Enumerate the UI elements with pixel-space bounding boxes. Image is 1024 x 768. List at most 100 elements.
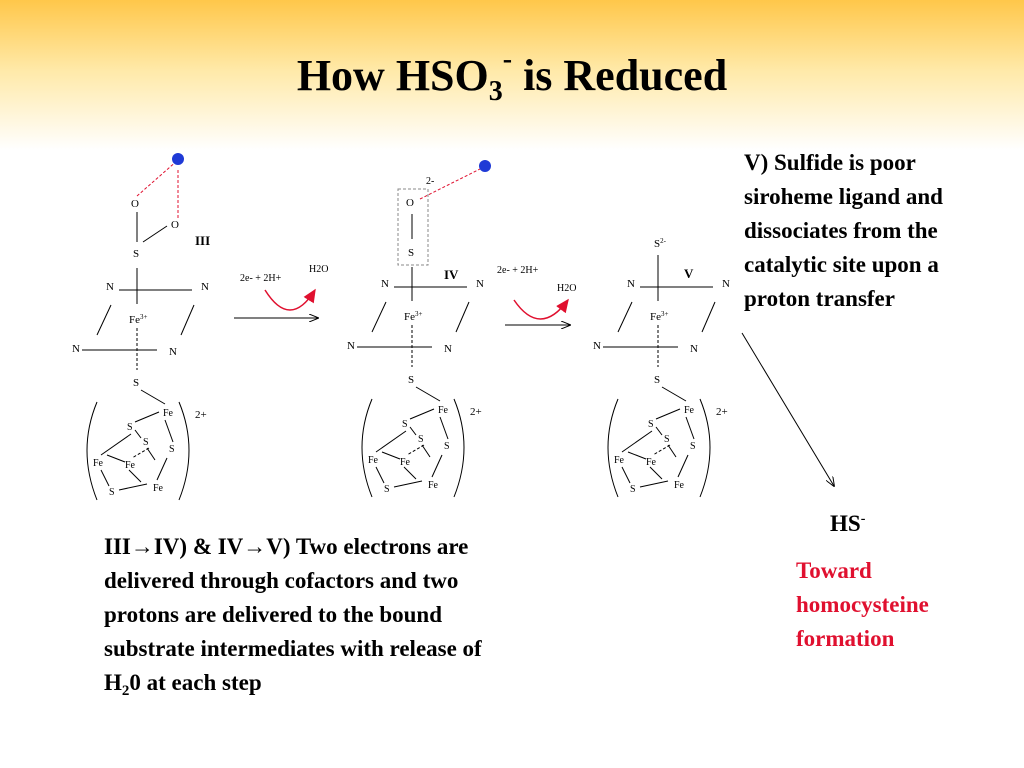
oxygen-label: O bbox=[406, 197, 414, 209]
cluster-bond bbox=[164, 419, 174, 443]
dissociation-arrow bbox=[741, 332, 834, 486]
oxygen-label: O bbox=[131, 198, 139, 210]
steps-explanation: III→IV) & IV→V) Two electrons are delive… bbox=[104, 530, 584, 708]
iron-label: Fe bbox=[125, 460, 136, 471]
cluster-bond bbox=[393, 480, 423, 488]
cluster-bond bbox=[431, 454, 443, 478]
sulfur-label: S bbox=[169, 444, 175, 455]
nitrogen-label: N bbox=[201, 281, 209, 293]
iron-label: Fe bbox=[684, 405, 695, 416]
cluster-bond bbox=[439, 416, 449, 440]
nitrogen-label: N bbox=[169, 346, 177, 358]
sulfide-label: S2- bbox=[654, 237, 667, 250]
iron-label: Fe3+ bbox=[650, 310, 669, 323]
nitrogen-label: N bbox=[347, 340, 355, 352]
cys-fe-bond bbox=[140, 389, 166, 405]
cluster-bond bbox=[649, 466, 663, 480]
nitrogen-label: N bbox=[627, 278, 635, 290]
iron-label: Fe bbox=[163, 408, 174, 419]
cluster-bond bbox=[655, 426, 663, 436]
cluster-charge: 2+ bbox=[195, 409, 207, 421]
slide-title: How HSO3- is Reduced bbox=[0, 46, 1024, 106]
hs-product: HS- bbox=[830, 511, 865, 537]
cluster-bond bbox=[381, 451, 401, 460]
cluster-bond bbox=[134, 429, 142, 439]
sulfur-label: S bbox=[648, 419, 654, 430]
explanation-line: substrate intermediates with release of bbox=[104, 636, 482, 661]
sulfur-label: S bbox=[408, 247, 414, 259]
cluster-bond bbox=[652, 444, 671, 456]
hbond-line bbox=[136, 159, 179, 197]
cluster-bond bbox=[403, 466, 417, 480]
cluster-bond bbox=[627, 451, 647, 460]
title-superscript: - bbox=[502, 44, 513, 75]
title-main: How HSO bbox=[296, 51, 489, 100]
porphyrin-edge bbox=[455, 301, 470, 333]
nitrogen-label: N bbox=[106, 281, 114, 293]
iron-charge: 3+ bbox=[415, 310, 423, 318]
iron-label: Fe3+ bbox=[404, 310, 423, 323]
sulfur-label: S bbox=[664, 434, 670, 445]
cluster-bracket-left bbox=[607, 398, 619, 498]
cluster-charge: 2+ bbox=[716, 406, 728, 418]
porphyrin-edge bbox=[617, 301, 633, 333]
iron-charge: 3+ bbox=[661, 310, 669, 318]
title-rest: is Reduced bbox=[512, 51, 728, 100]
cluster-bond bbox=[409, 408, 435, 420]
explanation-line: delivered through cofactors and two bbox=[104, 568, 459, 593]
cluster-bond bbox=[667, 444, 677, 458]
sulfur-label: S bbox=[402, 419, 408, 430]
reagent-label-1: 2e- + 2H+ bbox=[240, 273, 282, 284]
cluster-bond bbox=[131, 447, 150, 459]
nitrogen-label: N bbox=[593, 340, 601, 352]
cluster-bracket-right bbox=[453, 398, 465, 498]
porphyrin-edge bbox=[96, 304, 112, 336]
iron-label: Fe3+ bbox=[129, 313, 148, 326]
cluster-bond bbox=[655, 408, 681, 420]
explanation-line: III→IV) & IV→V) Two electrons are bbox=[104, 534, 469, 559]
hbond-line bbox=[419, 166, 485, 200]
cluster-bond bbox=[100, 433, 132, 456]
sulfur-label: S bbox=[690, 441, 696, 452]
cluster-bond bbox=[128, 469, 142, 483]
so-bond bbox=[142, 225, 168, 243]
iron-label: Fe bbox=[400, 457, 411, 468]
cluster-bond bbox=[375, 430, 407, 453]
porphyrin-edge bbox=[371, 301, 387, 333]
nitrogen-label: N bbox=[722, 278, 730, 290]
sulfur-label: S bbox=[408, 374, 414, 386]
sulfur-label: S bbox=[630, 484, 636, 495]
sulfur-label: S bbox=[127, 422, 133, 433]
oxygen-label: O bbox=[171, 219, 179, 231]
cluster-bracket-right bbox=[699, 398, 711, 498]
stage-label: III bbox=[195, 233, 210, 248]
reagent-label-2: 2e- + 2H+ bbox=[497, 265, 539, 276]
nitrogen-label: N bbox=[690, 343, 698, 355]
sulfur-label: S bbox=[444, 441, 450, 452]
sulfur-label: S bbox=[109, 487, 115, 498]
substrate-charge: 2- bbox=[426, 176, 434, 187]
explanation-line: H20 at each step bbox=[104, 666, 584, 708]
cluster-bond bbox=[134, 411, 160, 423]
nitrogen-label: N bbox=[476, 278, 484, 290]
iron-label: Fe bbox=[646, 457, 657, 468]
cys-fe-bond bbox=[415, 386, 441, 402]
cluster-bond bbox=[639, 480, 669, 488]
iron-label: Fe bbox=[674, 480, 685, 491]
proton-donor-dot bbox=[172, 153, 184, 165]
cluster-bond bbox=[621, 430, 653, 453]
cluster-bond bbox=[621, 466, 631, 484]
cluster-bond bbox=[146, 447, 156, 461]
product-label-2: H2O bbox=[557, 283, 576, 294]
nitrogen-label: N bbox=[381, 278, 389, 290]
curved-arrow-2 bbox=[513, 298, 569, 320]
stage-label: V bbox=[684, 266, 694, 281]
cluster-bracket-right bbox=[178, 401, 190, 501]
nitrogen-label: N bbox=[444, 343, 452, 355]
title-subscript: 3 bbox=[488, 76, 503, 107]
